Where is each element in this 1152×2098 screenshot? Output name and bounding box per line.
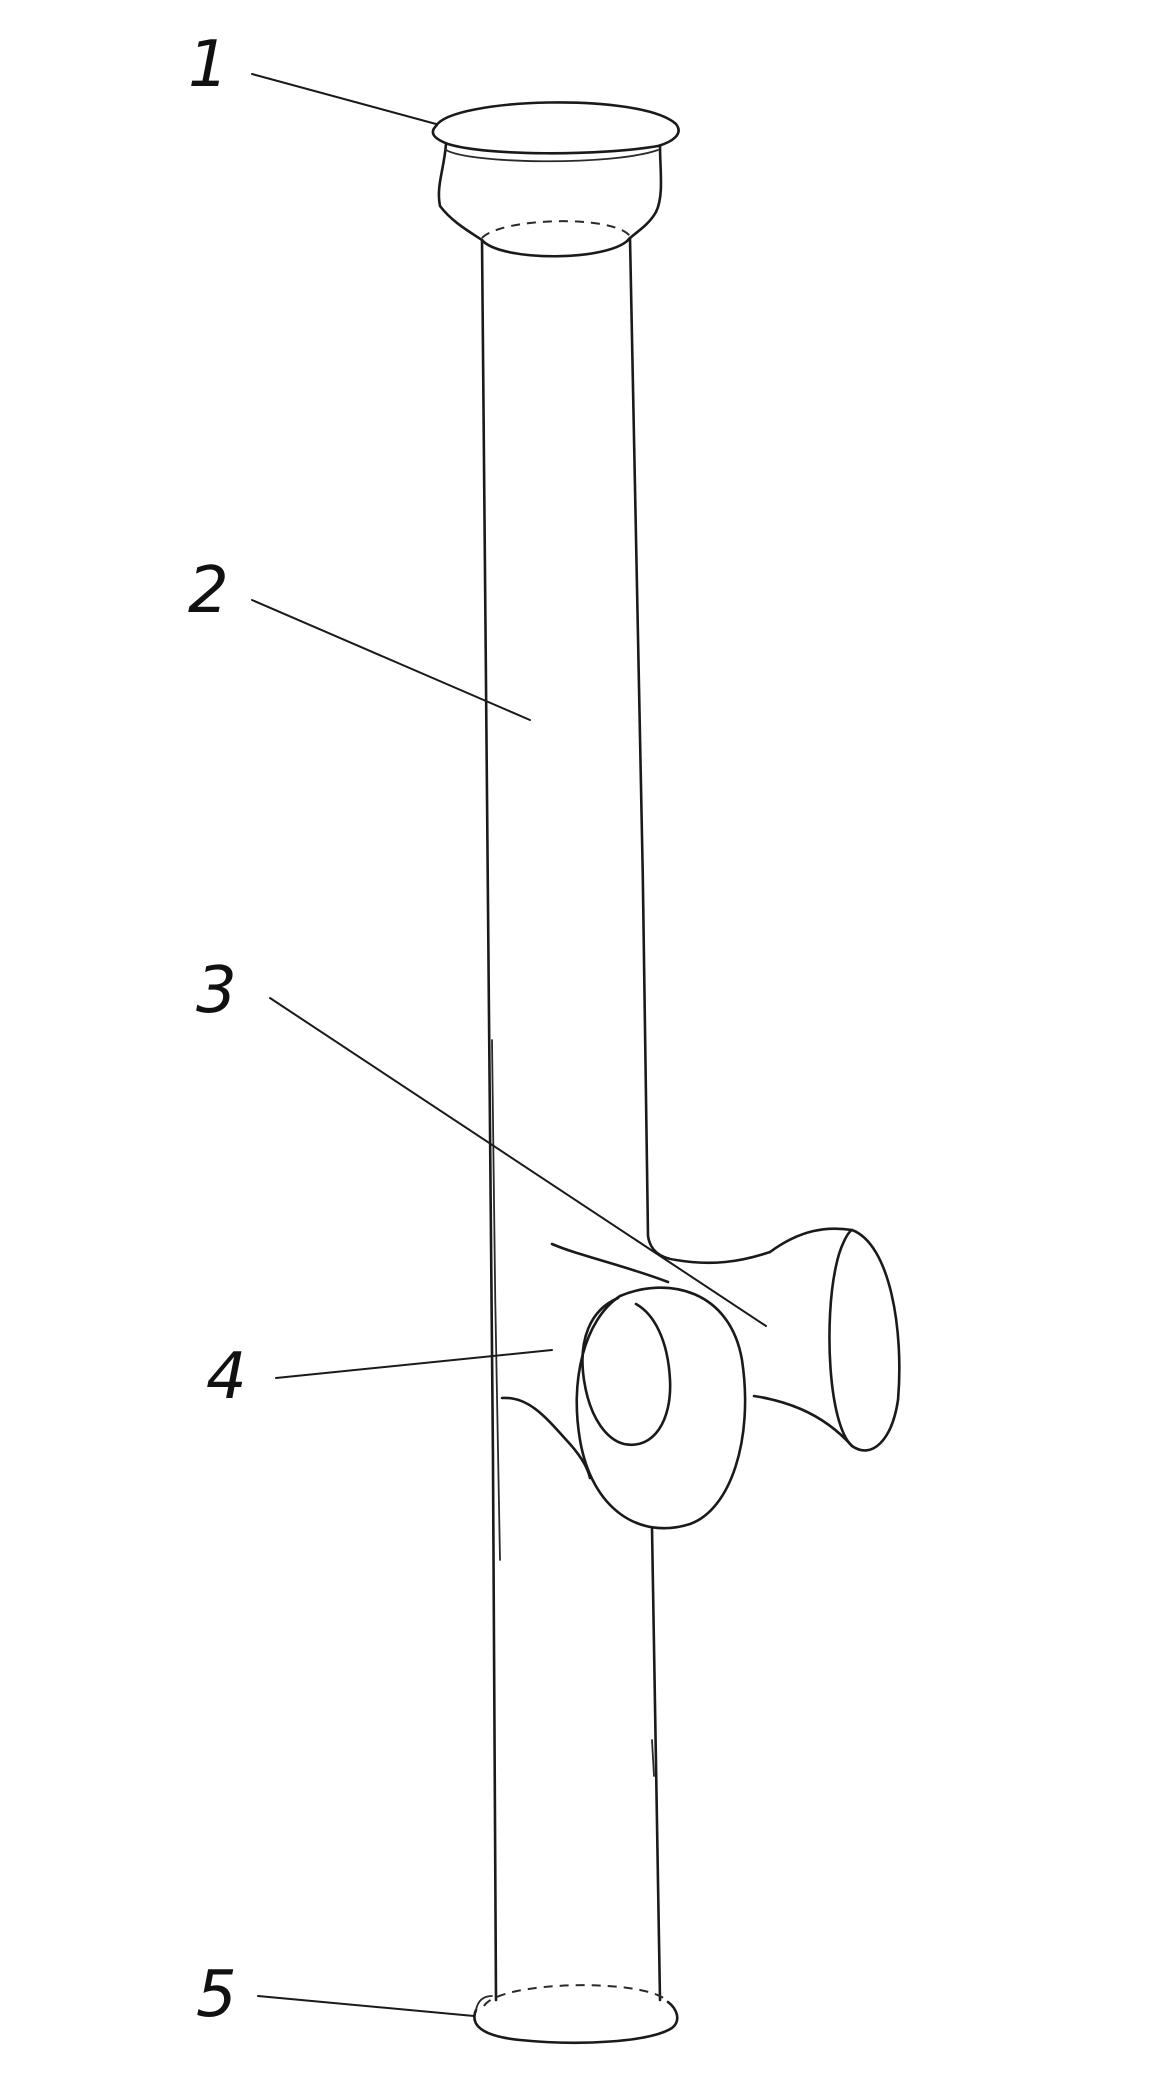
- callout-1: 1: [188, 28, 229, 102]
- callout-5: 5: [196, 1958, 237, 2032]
- callout-4: 4: [206, 1340, 247, 1414]
- leader-1: [251, 73, 437, 125]
- leader-lines: [251, 73, 767, 2017]
- bottom-socket: [473, 1984, 679, 2044]
- side-outlet: [550, 1227, 901, 1452]
- main-tube: [480, 236, 772, 2002]
- top-opening: [480, 220, 632, 258]
- leader-2: [251, 599, 531, 721]
- leader-3: [269, 997, 767, 1327]
- leader-4: [275, 1349, 553, 1379]
- callout-3: 3: [196, 954, 237, 1028]
- front-socket: [500, 1286, 747, 1530]
- top-socket: [431, 101, 680, 242]
- callout-2: 2: [188, 554, 229, 628]
- callout-labels: 1 2 3 4 5: [188, 28, 247, 2032]
- leader-5: [257, 1995, 475, 2017]
